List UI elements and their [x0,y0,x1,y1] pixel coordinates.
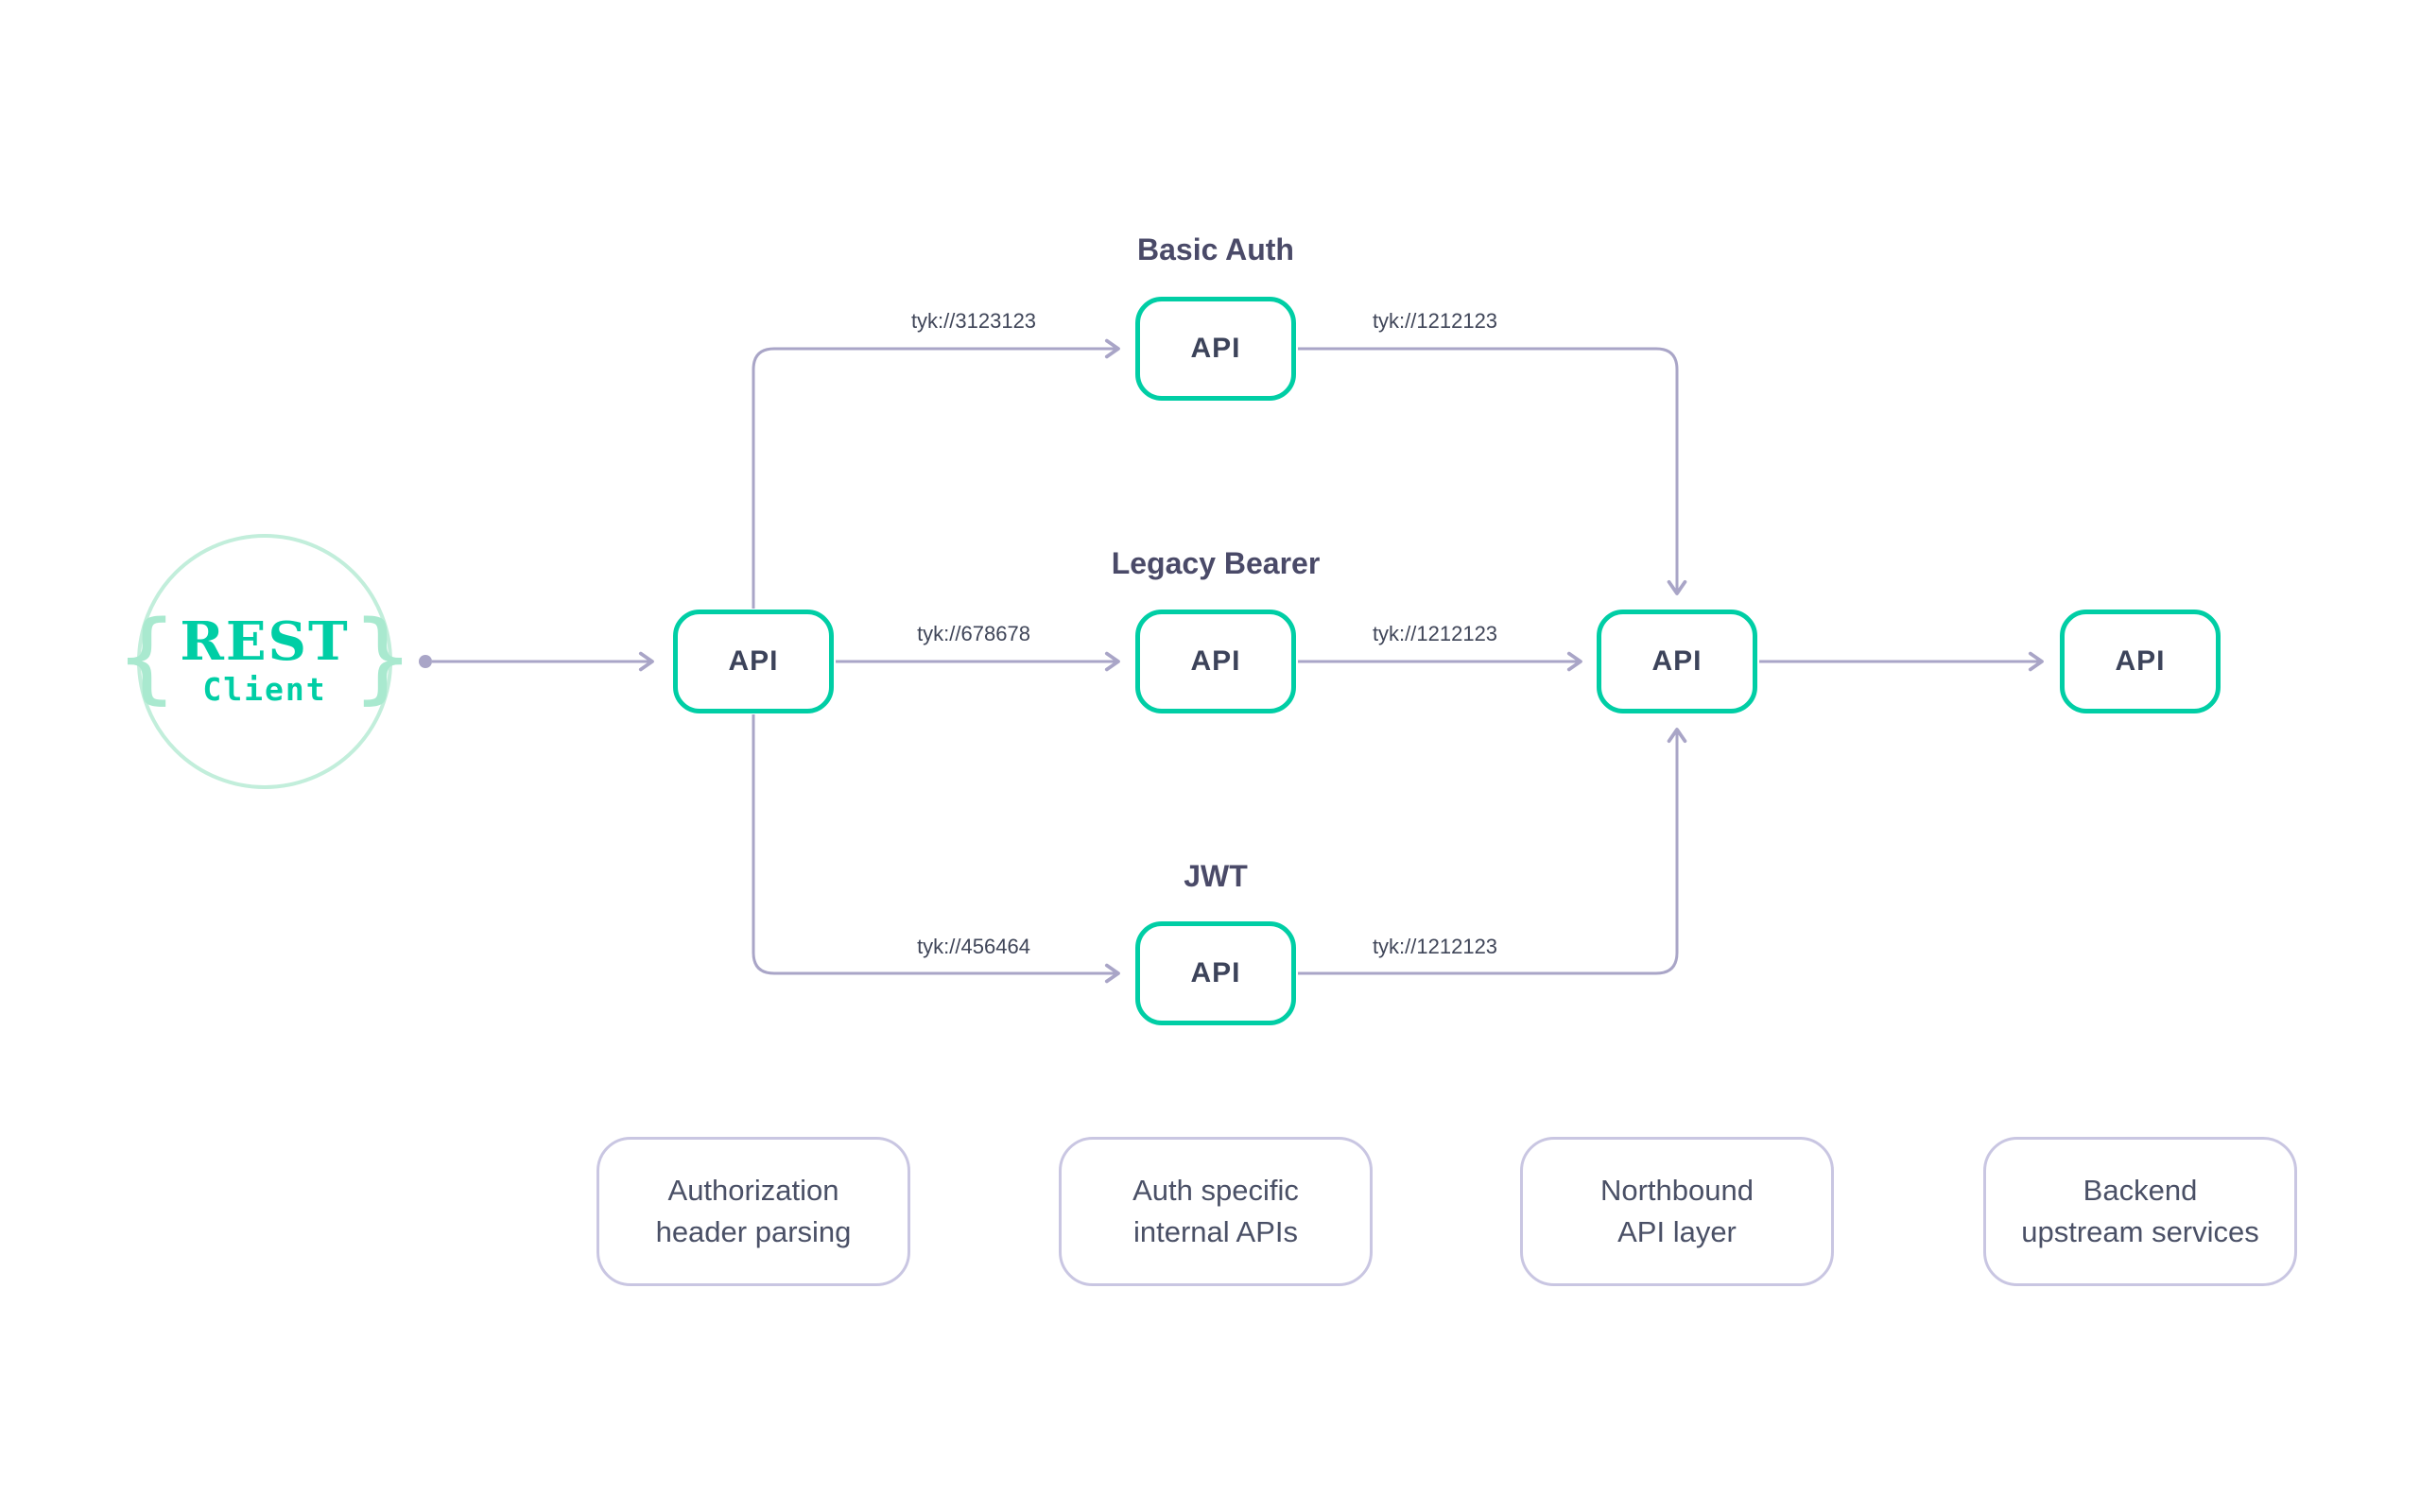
group-title-legacy-bearer: Legacy Bearer [1111,546,1321,580]
legend-line: Authorization [667,1173,839,1207]
client-brace-left: { [116,599,177,714]
legend-line: API layer [1617,1215,1737,1248]
api-node-northbound: API [1597,610,1757,713]
api-node-jwt: API [1135,921,1296,1025]
client-name: REST [180,610,350,674]
client-label: REST Client [180,615,349,707]
legend-backend-upstream-services: Backend upstream services [1983,1137,2297,1286]
legend-line: internal APIs [1132,1215,1299,1248]
edge-label-gateway-to-legacy-bearer: tyk://678678 [917,622,1030,645]
api-node-label: API [1651,645,1703,677]
edge-label-legacy-bearer-to-northbound: tyk://1212123 [1372,622,1498,645]
api-node-gateway: API [673,610,834,713]
arrow-start-dot [419,655,432,668]
arrow-basic-auth-to-northbound [1298,347,1687,595]
edge-label-gateway-to-basic-auth: tyk://3123123 [910,309,1037,333]
edge-label-gateway-to-jwt: tyk://456464 [917,935,1030,958]
client-brace-right: } [353,599,413,714]
api-node-label: API [1190,957,1241,988]
legend-line: Northbound [1599,1173,1754,1207]
api-node-label: API [1190,645,1241,677]
edge-label-basic-auth-to-northbound: tyk://1212123 [1372,309,1498,333]
group-title-basic-auth: Basic Auth [1137,232,1294,266]
api-node-basic-auth: API [1135,297,1296,401]
group-title-jwt: JWT [1184,859,1248,893]
api-node-label: API [1190,333,1241,364]
legend-authorization-header-parsing: Authorization header parsing [596,1137,910,1286]
legend-auth-specific-internal-apis: Auth specific internal APIs [1059,1137,1373,1286]
api-node-legacy-bearer: API [1135,610,1296,713]
edge-label-jwt-to-northbound: tyk://1212123 [1372,935,1498,958]
arrow-gateway-to-basic-auth [752,338,1120,609]
legend-line: header parsing [655,1215,852,1248]
api-node-label: API [2115,645,2166,677]
legend-line: Auth specific [1132,1173,1299,1207]
legend-line: upstream services [2021,1215,2259,1248]
rest-client-node: { REST Client } [117,534,412,789]
api-node-label: API [728,645,779,677]
legend-northbound-api-layer: Northbound API layer [1520,1137,1834,1286]
legend-line: Backend [2083,1173,2198,1207]
api-node-backend: API [2060,610,2221,713]
client-type: Client [202,671,327,709]
